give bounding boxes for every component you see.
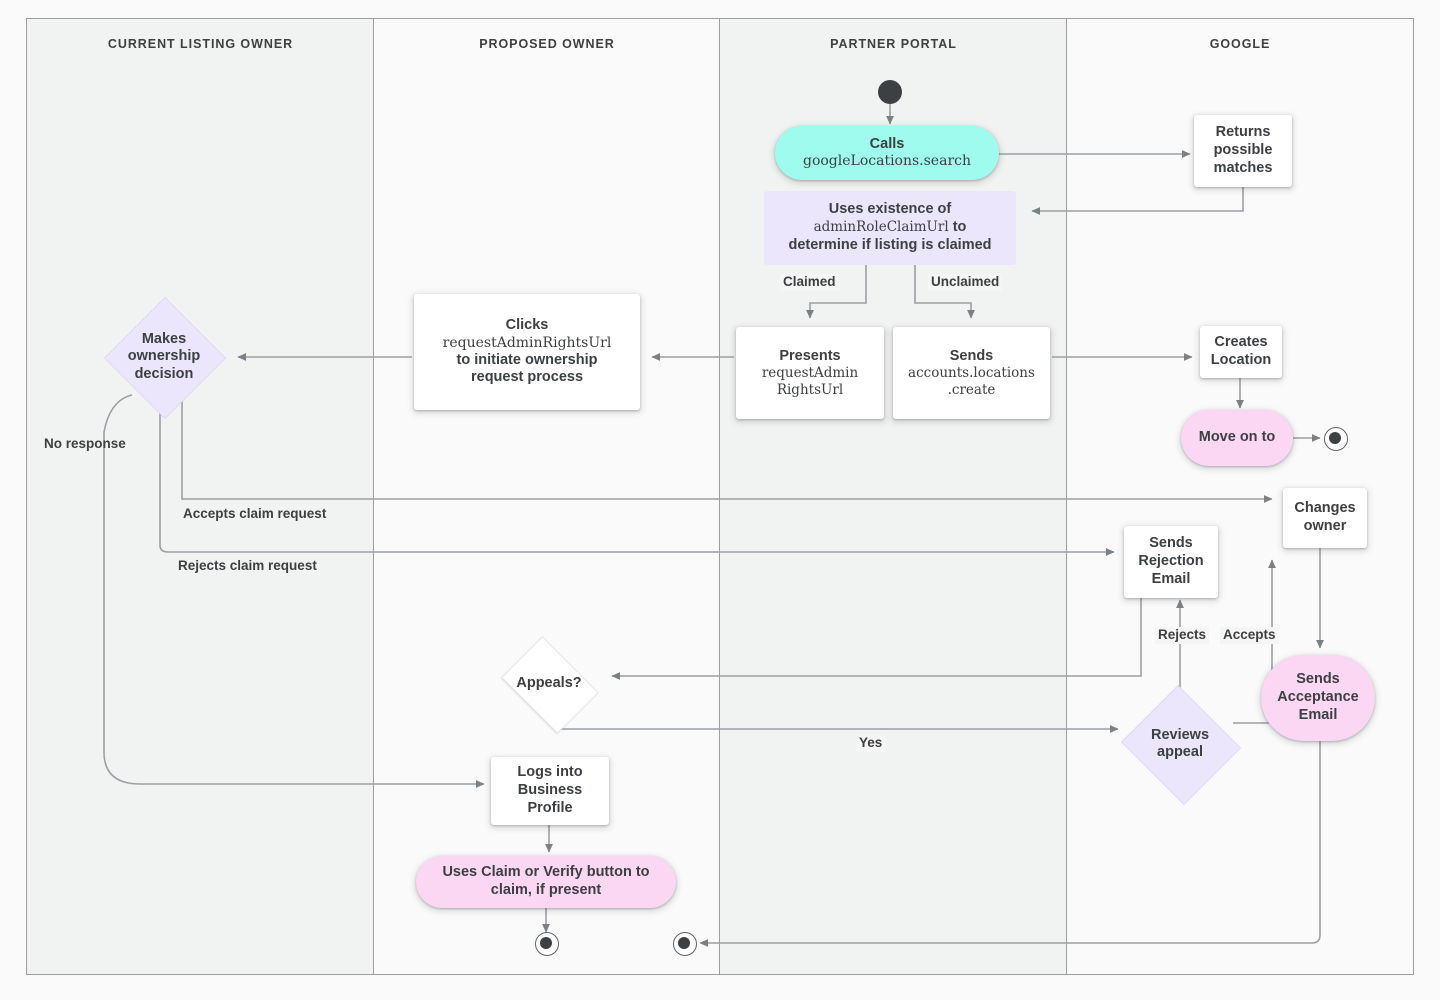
node-label-logs-into-business-profile: Logs into Business Profile <box>517 764 583 816</box>
node-label-presents-line3: RightsUrl <box>776 381 844 398</box>
node-returns-possible-matches[interactable]: Returns possible matches <box>1194 115 1292 187</box>
node-changes-owner[interactable]: Changes owner <box>1283 488 1367 548</box>
lane-label-google: GOOGLE <box>1209 37 1271 51</box>
code-admin-role-claim-url: adminRoleClaimUrl <box>813 219 949 236</box>
node-clicks-request-admin-rights-url[interactable]: Clicks requestAdminRightsUrl to initiate… <box>414 294 640 410</box>
edge-returns-to-uses-existence <box>1031 186 1244 215</box>
node-label-sends-create-line1: Sends <box>949 347 994 364</box>
node-label-sends-rejection-email: Sends Rejection Email <box>1138 535 1204 587</box>
node-sends-rejection-email[interactable]: Sends Rejection Email <box>1124 526 1218 598</box>
node-label-presents-line2: requestAdmin <box>761 365 859 382</box>
lane-divider-3 <box>720 19 1067 974</box>
node-label-uses-existence-line1: Uses existence of <box>828 201 952 218</box>
node-reviews-appeal[interactable]: Reviews appeal <box>1118 685 1242 805</box>
edge-label-claimed: Claimed <box>780 274 839 291</box>
node-label-appeals: Appeals? <box>516 675 582 692</box>
lane-header-proposed-owner: PROPOSED OWNER <box>374 19 720 69</box>
edge-label-rejects: Rejects <box>1155 627 1210 644</box>
lane-label-partner-portal: PARTNER PORTAL <box>830 37 957 51</box>
node-label-calls-line1: Calls <box>869 135 905 152</box>
node-label-uses-claim-or-verify-button: Uses Claim or Verify button to claim, if… <box>442 864 650 898</box>
node-label-makes-ownership-decision: Makes ownership decision <box>127 330 201 382</box>
node-label-sends-create-line2: accounts.locations <box>908 365 1035 382</box>
lane-header-partner-portal: PARTNER PORTAL <box>720 19 1067 69</box>
edge-acceptance-email-to-end <box>699 740 1321 947</box>
edge-label-no-response: No response <box>44 436 126 451</box>
node-label-clicks-line1: Clicks <box>505 316 549 333</box>
lane-label-proposed-owner: PROPOSED OWNER <box>479 37 615 51</box>
node-uses-existence-of-admin-role-claim-url[interactable]: Uses existence of adminRoleClaimUrl to d… <box>764 191 1016 265</box>
node-creates-location[interactable]: Creates Location <box>1200 326 1282 378</box>
node-appeals[interactable]: Appeals? <box>494 636 604 734</box>
node-logs-into-business-profile[interactable]: Logs into Business Profile <box>491 757 609 825</box>
node-label-returns-possible-matches: Returns possible matches <box>1213 124 1273 176</box>
node-label-changes-owner: Changes owner <box>1294 500 1356 534</box>
node-move-on-to[interactable]: Move on to <box>1181 410 1293 466</box>
node-label-sends-create-line3: .create <box>947 381 996 398</box>
start-node-partner-portal <box>878 80 902 104</box>
edge-uses-to-sends-create <box>914 264 975 319</box>
node-label-uses-existence-line3: determine if listing is claimed <box>788 236 992 253</box>
node-uses-claim-or-verify-button[interactable]: Uses Claim or Verify button to claim, if… <box>416 856 676 908</box>
lane-label-current-listing-owner: CURRENT LISTING OWNER <box>107 37 294 51</box>
node-label-creates-location: Creates Location <box>1210 334 1272 368</box>
node-label-sends-acceptance-email: Sends Acceptance Email <box>1277 671 1359 723</box>
edge-uses-to-presents <box>806 264 867 319</box>
edge-label-unclaimed: Unclaimed <box>928 274 1003 291</box>
end-node-proposed-owner-accept <box>673 932 697 956</box>
node-label-reviews-appeal: Reviews appeal <box>1150 726 1210 760</box>
edge-rejection-email-to-appeals <box>611 598 1142 680</box>
lane-body-current-listing-owner <box>27 69 374 974</box>
lane-divider-2 <box>374 19 720 974</box>
node-makes-ownership-decision[interactable]: Makes ownership decision <box>104 297 226 419</box>
node-label-clicks-line3: to initiate ownership <box>456 351 598 368</box>
end-node-proposed-owner-claim <box>535 932 559 956</box>
node-label-uses-existence-to: to <box>948 219 967 236</box>
node-sends-accounts-locations-create[interactable]: Sends accounts.locations .create <box>893 327 1050 419</box>
node-label-clicks-line4: request process <box>470 369 584 386</box>
lane-header-current-listing-owner: CURRENT LISTING OWNER <box>27 19 374 69</box>
node-label-clicks-line2: requestAdminRightsUrl <box>442 334 612 351</box>
lane-header-row: CURRENT LISTING OWNER PROPOSED OWNER PAR… <box>27 19 1413 69</box>
edge-label-rejects-claim-request: Rejects claim request <box>178 558 317 573</box>
node-label-uses-existence-line2: adminRoleClaimUrl to <box>814 219 967 237</box>
node-label-presents-line1: Presents <box>779 347 841 364</box>
edge-accepts-claim-to-changes-owner <box>181 400 1273 503</box>
edge-label-accepts-claim-request: Accepts claim request <box>183 506 327 521</box>
edge-appeals-yes-to-reviews <box>553 712 1119 733</box>
node-sends-acceptance-email[interactable]: Sends Acceptance Email <box>1261 655 1375 741</box>
edge-no-response-to-logs-in <box>103 394 485 788</box>
lane-divider-1 <box>27 19 374 974</box>
node-presents-request-admin-rights-url[interactable]: Presents requestAdmin RightsUrl <box>736 327 884 419</box>
node-label-move-on-to: Move on to <box>1198 429 1276 446</box>
node-label-calls-line2: googleLocations.search <box>802 153 971 170</box>
edge-label-yes: Yes <box>856 735 886 752</box>
edge-rejects-claim-to-rejection-email <box>159 400 1115 556</box>
lane-header-google: GOOGLE <box>1067 19 1413 69</box>
edge-label-accepts: Accepts <box>1220 627 1279 644</box>
end-node-google-move-on <box>1324 427 1348 451</box>
node-calls-google-locations-search[interactable]: Calls googleLocations.search <box>775 126 999 180</box>
